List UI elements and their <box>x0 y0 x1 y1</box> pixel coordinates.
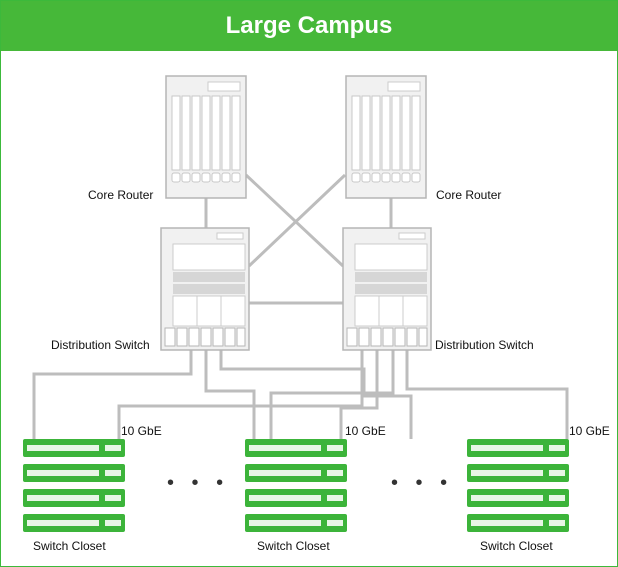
closet-switch-unit <box>23 439 125 457</box>
link-dist-right-closet-mid <box>339 349 379 439</box>
core-router-left <box>165 75 247 199</box>
core-router-right <box>345 75 427 199</box>
switch-closet-middle <box>245 439 347 532</box>
core-router-right-label: Core Router <box>436 188 502 202</box>
ellipsis-left: • • • <box>167 472 230 494</box>
link-dist-left-closet-right <box>219 349 413 439</box>
diagram-title: Large Campus <box>1 1 617 51</box>
connection-lines <box>32 173 569 439</box>
switch-closet-right <box>467 439 569 532</box>
link-dist-right-closet-left <box>117 349 364 439</box>
link-dist-left-closet-mid <box>204 349 256 439</box>
distribution-switch-left-label: Distribution Switch <box>51 338 150 352</box>
uplink-left-label: 10 GbE <box>121 424 162 438</box>
distribution-switch-left <box>160 227 250 351</box>
ellipsis-right: • • • <box>391 472 454 494</box>
uplink-right-label: 10 GbE <box>569 424 610 438</box>
distribution-switch-right <box>342 227 432 351</box>
switch-closet-left-label: Switch Closet <box>33 539 106 553</box>
link-core-left-dist-right <box>244 173 345 268</box>
link-dist-right-closet-mid2 <box>269 349 395 439</box>
link-core-right-dist-left <box>247 173 347 268</box>
uplink-middle-label: 10 GbE <box>345 424 386 438</box>
switch-closet-right-label: Switch Closet <box>480 539 553 553</box>
core-router-left-label: Core Router <box>88 188 154 202</box>
distribution-switch-right-label: Distribution Switch <box>435 338 534 352</box>
link-dist-right-closet-right <box>405 349 569 439</box>
switch-closet-middle-label: Switch Closet <box>257 539 330 553</box>
switch-closet-left <box>23 439 125 532</box>
link-dist-left-closet-left <box>32 349 193 439</box>
